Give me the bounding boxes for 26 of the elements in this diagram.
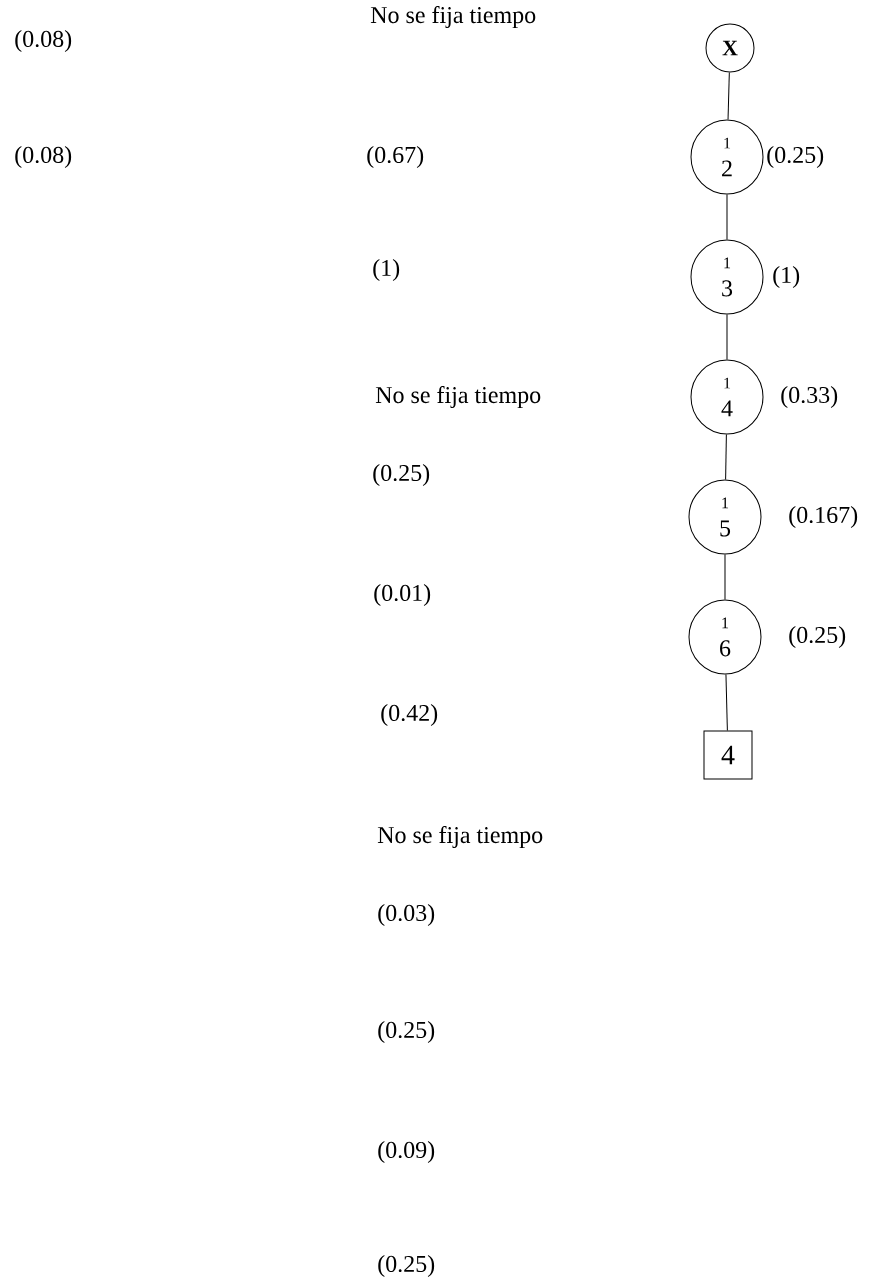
probability-label: (0.25)	[789, 626, 846, 648]
value-label: (0.25)	[373, 464, 430, 486]
connector-line	[725, 674, 728, 731]
number-square: 4	[703, 730, 753, 780]
value-label: (0.01)	[374, 584, 431, 606]
probability-label: (0.33)	[781, 386, 838, 408]
value-label: (0.42)	[381, 704, 438, 726]
value-label: (1)	[373, 259, 400, 281]
value-label: No se fija tiempo	[375, 386, 541, 408]
value-label: No se fija tiempo	[377, 826, 543, 848]
value-label: (0.09)	[378, 1141, 435, 1163]
value-label: (0.25)	[378, 1021, 435, 1043]
probability-label: (0.25)	[767, 146, 824, 168]
value-label: (0.25)	[378, 1255, 435, 1277]
value-label: (0.03)	[378, 904, 435, 926]
connector-line	[727, 72, 730, 121]
value-label: (0.08)	[15, 146, 72, 168]
value-label: (0.08)	[15, 30, 72, 52]
connector-line	[726, 314, 728, 360]
value-label: No se fija tiempo	[370, 6, 536, 28]
probability-label: (1)	[773, 266, 800, 288]
probability-label: (0.167)	[789, 506, 858, 528]
connector-line	[725, 434, 727, 480]
connector-line	[724, 554, 726, 600]
value-label: (0.67)	[367, 146, 424, 168]
connector-line	[726, 194, 728, 240]
